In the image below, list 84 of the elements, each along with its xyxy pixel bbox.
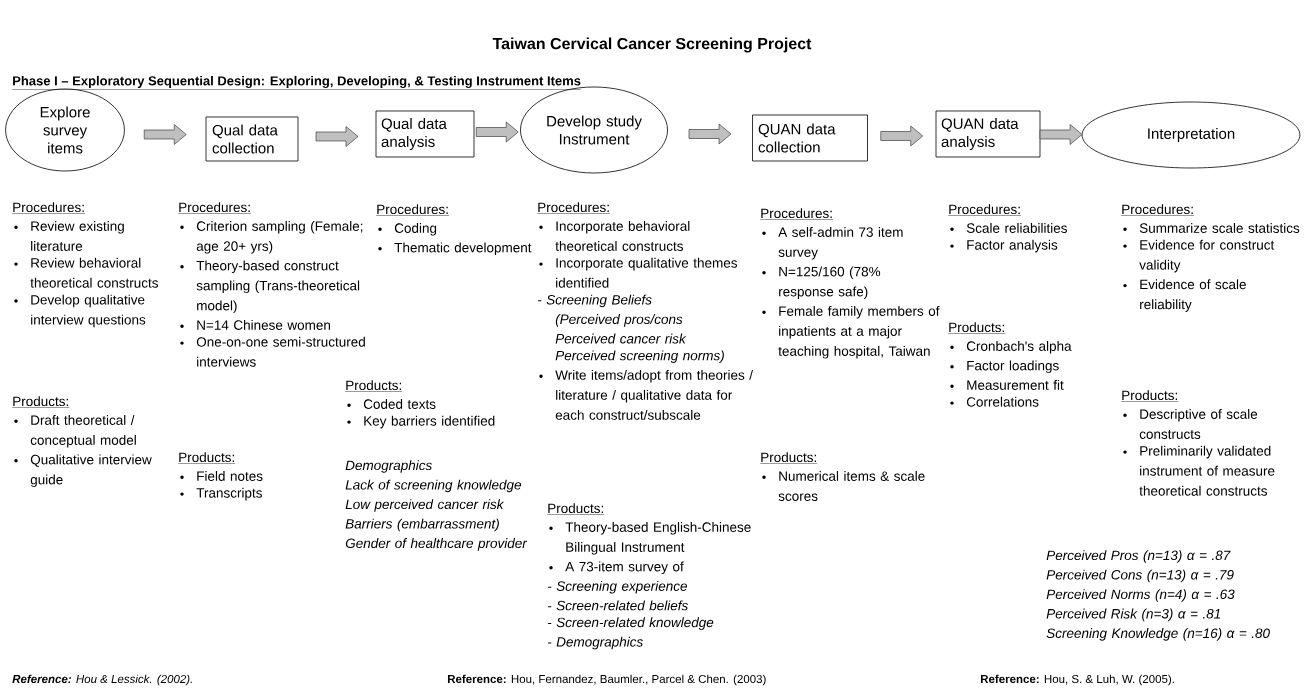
list-item: - Screening Beliefs: [537, 294, 652, 308]
bullet-item: N=125/160 (78% response safe): [779, 266, 881, 300]
section-heading: Procedures:: [760, 208, 834, 220]
block-arrow: [688, 123, 732, 145]
section-heading: Procedures:: [178, 202, 252, 214]
bullet-item: Review existing literature: [31, 221, 124, 251]
bullet-item: Descriptive of scale constructs: [1139, 409, 1258, 439]
list-item: - Screen-related beliefs: [547, 600, 688, 611]
bullet-item: Incorporate behavioral theoretical constructs: [555, 221, 690, 251]
process-box: QUAN data collection: [752, 114, 868, 162]
list-item: Perceived Cons (n=13) α = .79: [1046, 569, 1234, 583]
reference-note: Reference: Hou, S. & Luh, W. (2005).: [981, 674, 1174, 686]
list-item: Perceived screening norms): [555, 350, 724, 363]
bullet-item: Evidence of scale reliability: [1140, 279, 1246, 312]
oval-node: Interpretation: [1081, 101, 1301, 169]
process-box: Qual data analysis: [375, 110, 475, 158]
bullet-item: Numerical items & scale scores: [778, 471, 925, 501]
block-arrow: [475, 121, 519, 143]
block-arrow: [315, 126, 359, 147]
list-item: - Screening experience: [547, 580, 687, 594]
section-heading: Products:: [1121, 390, 1179, 402]
section-heading: Products:: [345, 380, 403, 392]
list-item: Perceived cancer risk: [555, 333, 687, 344]
bullet-item: Female family members of inpatients at a major teaching hospital, Taiwan: [778, 305, 940, 359]
section-heading: Procedures:: [1121, 204, 1195, 216]
list-item: Lack of screening knowledge: [345, 479, 521, 493]
bullet-item: Field notes: [197, 471, 263, 481]
bullet-item: One-on-one semi-structured interviews: [196, 336, 365, 367]
bullet-item: Draft theoretical / conceptual model: [30, 415, 136, 448]
bullet-item: Criterion sampling (Female; age 20+ yrs): [196, 221, 363, 254]
section-heading: Products:: [547, 503, 605, 515]
section-heading: Procedures:: [12, 202, 86, 214]
title: Taiwan Cervical Cancer Screening Project: [492, 37, 812, 53]
bullet-item: Thematic development: [394, 242, 532, 256]
bullet-item: Incorporate qualitative themes identified: [556, 257, 738, 288]
bullet-item: Write items/adopt from theories / literature / qualitative data for each construct/subscale: [555, 369, 753, 420]
section-heading: Procedures:: [948, 204, 1022, 216]
bullet-item: Key barriers identified: [364, 415, 495, 429]
bullet-item: Coded texts: [363, 399, 436, 409]
bullet-item: Cronbach's alpha: [966, 341, 1072, 354]
bullet-item: Theory-based construct sampling (Trans-theoretical model): [196, 260, 360, 314]
bullet-item: A 73-item survey of: [565, 561, 684, 575]
bullet-item: A self-admin 73 item survey: [778, 227, 903, 260]
bullet-item: Factor analysis: [967, 239, 1058, 253]
section-heading: Procedures:: [376, 204, 450, 216]
bullet-item: Measurement fit: [967, 379, 1064, 390]
bullet-item: N=14 Chinese women: [197, 319, 330, 330]
list-item: - Demographics: [547, 636, 643, 650]
list-item: - Screen-related knowledge: [547, 617, 714, 630]
block-arrow: [143, 124, 187, 145]
bullet-item: Qualitative interview guide: [30, 454, 152, 488]
bullet-item: Scale reliabilities: [966, 223, 1067, 233]
bullet-item: Preliminarily validated instrument of measure theoretical constructs: [1139, 445, 1275, 496]
bullet-item: Factor loadings: [967, 360, 1059, 374]
oval-node: Explore survey items: [5, 88, 125, 172]
bullet-item: Develop qualitative interview questions: [31, 294, 146, 328]
block-arrow: [880, 125, 924, 147]
bullet-item: Summarize scale statistics: [1139, 223, 1300, 233]
process-box: QUAN data analysis: [935, 110, 1041, 158]
bullet-item: Transcripts: [196, 487, 262, 501]
reference-note: Reference: Hou, Fernandez, Baumler., Parcel & Chen. (2003): [448, 674, 766, 686]
bullet-item: Evidence for construct validity: [1139, 239, 1275, 273]
list-item: Perceived Pros (n=13) α = .87: [1046, 550, 1231, 563]
list-item: Screening Knowledge (n=16) α = .80: [1046, 628, 1270, 641]
list-item: Low perceived cancer risk: [345, 499, 505, 512]
list-item: Demographics: [345, 460, 432, 473]
block-arrow: [1039, 124, 1083, 145]
bullet-item: Theory-based English-Chinese Bilingual Instrument: [565, 522, 751, 555]
bullet-item: Correlations: [966, 396, 1039, 407]
bullet-item: Coding: [394, 223, 437, 236]
oval-node: Develop study Instrument: [520, 86, 668, 174]
bullet-item: Review behavioral theoretical constructs: [30, 257, 158, 288]
reference-note: Reference: Hou & Lessick. (2002).: [12, 674, 192, 686]
section-heading: Products:: [760, 452, 818, 464]
section-heading: Procedures:: [537, 202, 611, 214]
section-heading: Products:: [948, 322, 1006, 334]
list-item: Perceived Norms (n=4) α = .63: [1046, 589, 1235, 602]
list-item: Perceived Risk (n=3) α = .81: [1046, 608, 1221, 622]
section-heading: Products:: [178, 452, 236, 464]
list-item: Barriers (embarrassment): [345, 518, 499, 532]
list-item: (Perceived pros/cons: [555, 314, 683, 327]
section-heading: Products:: [12, 396, 70, 408]
process-box: Qual data collection: [205, 116, 299, 162]
list-item: Gender of healthcare provider: [345, 538, 528, 551]
